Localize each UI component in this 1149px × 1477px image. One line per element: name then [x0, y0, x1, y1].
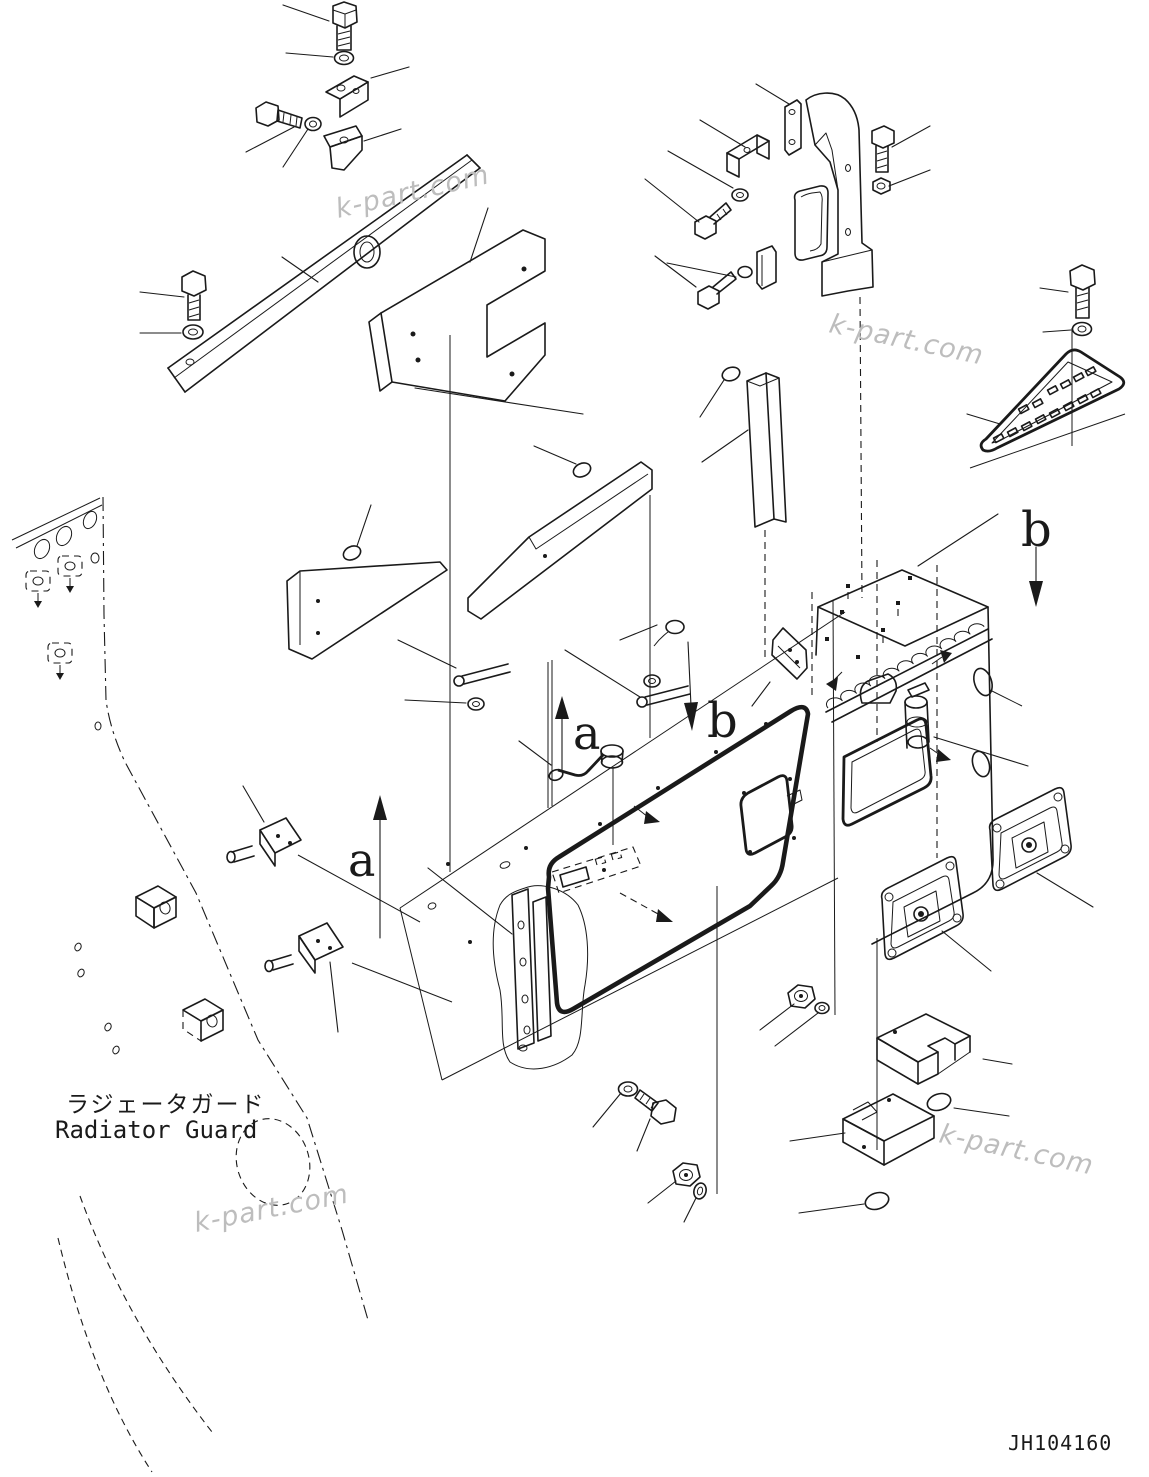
split-pin — [636, 685, 691, 708]
hex-bolt — [634, 1089, 677, 1152]
door-stop-arm-assembly — [644, 83, 931, 310]
flat-washer — [182, 324, 204, 340]
flat-washer — [617, 1081, 639, 1097]
oval-plug — [864, 1191, 890, 1211]
watermark-text: k-part.com — [191, 1178, 351, 1238]
hex-bolt — [697, 285, 720, 310]
hinge-pin — [264, 922, 453, 1033]
guard-weld-nut — [57, 555, 83, 593]
weld-nut-block — [135, 885, 177, 929]
small-pins-washers — [397, 619, 691, 711]
bolt-position-dots — [825, 576, 912, 659]
top-left-fastener-set — [245, 1, 410, 171]
oval-plug — [572, 462, 592, 478]
backing-sheet — [399, 611, 846, 1081]
flat-washer — [814, 1001, 830, 1015]
view-arrow-a-1 — [555, 696, 569, 771]
door-opening-frame — [841, 717, 933, 827]
hex-bolt — [694, 215, 717, 240]
weld-nut-blocks — [135, 885, 224, 1043]
tread-plate — [966, 348, 1126, 469]
assembly-label-en: Radiator Guard — [55, 1116, 257, 1144]
upper-angle-bar — [167, 154, 481, 393]
guard-weld-nut — [47, 642, 73, 680]
hex-nut — [872, 177, 891, 195]
flat-washer — [731, 188, 749, 202]
view-arrow-b-2 — [1029, 546, 1043, 607]
cushion-pad — [793, 185, 829, 261]
watermark-text: k-part.com — [937, 1119, 1097, 1182]
access-door — [545, 704, 811, 1015]
hinge-pins — [226, 785, 453, 1033]
hex-bolt — [255, 101, 280, 127]
view-marker-b: b — [707, 693, 738, 749]
watermark-text: k-part.com — [827, 309, 987, 372]
bottom-fasteners — [592, 1081, 707, 1223]
flat-washer — [693, 1182, 707, 1200]
gusset-wedge-left — [286, 504, 448, 660]
oval-plug — [721, 366, 741, 382]
clamp-bracket — [323, 125, 363, 148]
grommet — [665, 619, 685, 635]
serrated-seal — [825, 623, 985, 709]
flat-washer — [304, 116, 322, 132]
gusset-wedge-right — [467, 445, 653, 620]
cover-latch-frames — [880, 786, 1094, 972]
oval-hole — [973, 667, 993, 697]
flat-washer — [467, 697, 485, 711]
hinge-pin — [226, 785, 421, 923]
flat-washer — [643, 674, 661, 688]
tread-slots — [992, 366, 1102, 444]
direction-arrows-small — [619, 650, 952, 922]
support-blocks — [759, 984, 1013, 1214]
assembly-label-jp: ラジェータガード — [66, 1092, 266, 1118]
support-block — [876, 1013, 1013, 1085]
flat-washer — [737, 265, 753, 279]
support-post — [699, 366, 787, 528]
guard-box — [751, 513, 1029, 945]
cover-latch-frame — [988, 786, 1094, 908]
hex-bolt — [1069, 264, 1096, 291]
guard-hole-reference — [235, 1118, 311, 1206]
hex-nut — [759, 984, 816, 1031]
radiator-guard-outline — [11, 496, 369, 1473]
split-pin — [453, 663, 511, 687]
left-bolt-washer — [139, 270, 207, 340]
view-arrow-b-1 — [684, 641, 698, 731]
oval-plug — [342, 545, 362, 561]
door-window-opening — [739, 774, 794, 856]
door-handle — [518, 740, 624, 782]
view-marker-b: b — [1021, 502, 1052, 558]
hex-bolt — [181, 270, 207, 297]
hinge-piece — [756, 245, 777, 290]
view-marker-a: a — [573, 706, 600, 760]
guard-weld-nut — [25, 570, 51, 608]
latch-detail — [551, 846, 642, 894]
flat-washer — [1071, 321, 1093, 337]
view-arrow-a-2 — [373, 795, 387, 939]
drawing-number: JH104160 — [1008, 1431, 1112, 1455]
hex-bolt — [871, 125, 895, 149]
hinge-strip — [427, 867, 589, 1070]
cover-latch-frame — [880, 855, 992, 972]
flat-washer — [333, 50, 355, 66]
watermark-text: k-part.com — [333, 159, 493, 225]
stop-arm — [805, 92, 874, 297]
oval-plug — [926, 1092, 952, 1112]
hex-nut — [647, 1162, 701, 1204]
notched-plate — [368, 207, 584, 415]
weld-nut-block — [182, 998, 224, 1043]
striker-shim-plate — [751, 627, 808, 707]
lifting-eye — [353, 235, 381, 269]
support-block — [789, 1093, 935, 1166]
mount-plate — [784, 99, 802, 156]
latch-keeper — [859, 673, 898, 704]
top-right-fastener — [1039, 264, 1096, 337]
oval-hole — [971, 750, 991, 778]
view-marker-a: a — [348, 833, 375, 887]
projection-lines — [449, 296, 1073, 1194]
